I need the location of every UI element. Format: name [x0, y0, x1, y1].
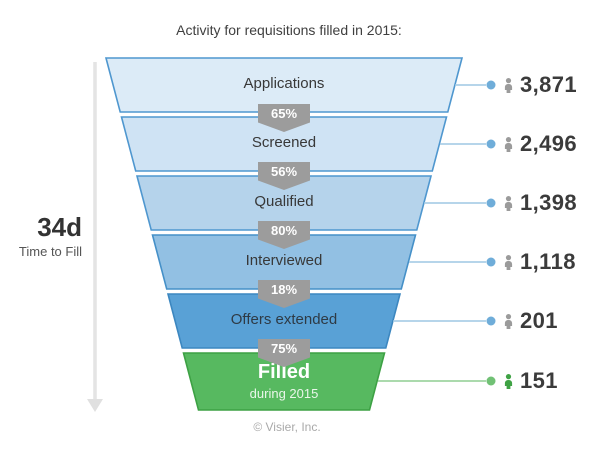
leader-dot — [486, 376, 496, 386]
metric-qualified: 1,398 — [503, 190, 577, 216]
leader-dot — [486, 257, 496, 267]
count-offers-extended: 201 — [520, 308, 558, 333]
count-applications: 3,871 — [520, 72, 578, 97]
leader-dot — [486, 198, 496, 208]
metric-offers-extended: 201 — [503, 308, 558, 334]
band-screened — [120, 116, 448, 172]
stage-label-interviewed: Interviewed — [245, 252, 323, 269]
person-icon — [504, 254, 513, 270]
metric-interviewed: 1,118 — [503, 249, 576, 275]
stage-label-offers-extended: Offers extended — [230, 311, 338, 328]
person-icon — [504, 136, 513, 152]
funnel-bands — [104, 57, 464, 411]
stage-label-filled: Filled — [257, 361, 311, 383]
time-to-fill: 34d Time to Fill — [0, 213, 82, 259]
leader-dot — [486, 139, 496, 149]
count-interviewed: 1,118 — [520, 249, 576, 274]
band-offers-extended — [166, 293, 402, 349]
stage-label-applications: Applications — [243, 75, 325, 92]
person-icon — [504, 313, 513, 329]
stage-sublabel-filled: during 2015 — [249, 386, 319, 401]
person-icon-green — [504, 373, 513, 389]
chart-title: Activity for requisitions filled in 2015… — [176, 22, 402, 38]
stage-label-qualified: Qualified — [254, 193, 314, 210]
band-filled — [182, 352, 386, 411]
copyright: © Visier, Inc. — [253, 420, 321, 434]
leader-lines — [378, 80, 496, 386]
leader-dot — [486, 80, 496, 90]
band-qualified — [135, 175, 433, 231]
count-filled: 151 — [520, 368, 558, 393]
count-screened: 2,496 — [520, 131, 578, 156]
leader-dot — [486, 316, 496, 326]
band-applications — [104, 57, 464, 113]
count-qualified: 1,398 — [520, 190, 578, 215]
time-to-fill-label: Time to Fill — [18, 243, 82, 259]
metric-filled: 151 — [503, 368, 558, 394]
metric-screened: 2,496 — [503, 131, 577, 157]
person-icon — [504, 195, 513, 211]
band-interviewed — [151, 234, 417, 290]
metric-applications: 3,871 — [503, 72, 577, 98]
person-icon — [504, 77, 513, 93]
stage-label-screened: Screened — [251, 134, 317, 151]
time-to-fill-value: 34d — [37, 212, 82, 242]
time-axis-arrow — [87, 62, 103, 412]
